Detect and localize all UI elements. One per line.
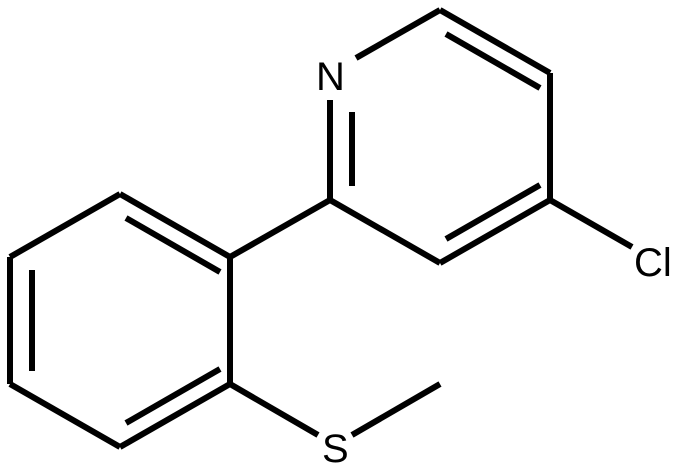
bond-b6-s — [228, 381, 320, 438]
pyridine-ring — [327, 7, 553, 266]
bond-c6-c5-inner — [444, 31, 542, 91]
bond-b4-b5 — [8, 381, 122, 450]
bond-b1-b2-inner — [124, 215, 222, 275]
benzene-ring — [7, 191, 233, 450]
bond-n-c6 — [354, 7, 442, 61]
atom-label-sulfur: S — [322, 427, 349, 471]
bond-b5-b6 — [118, 381, 232, 450]
bond-c4-cl — [548, 197, 634, 250]
bond-b5-b6-inner — [124, 366, 222, 426]
atom-label-chlorine: Cl — [634, 241, 672, 285]
bond-b1-b2 — [118, 191, 232, 260]
bond-c6-c5 — [438, 7, 552, 76]
atom-label-nitrogen: N — [316, 55, 345, 99]
bond-c4-c3 — [438, 197, 552, 266]
bond-c4-c3-inner — [444, 182, 542, 242]
bond-c3-c2 — [328, 197, 442, 266]
bond-b2-b3 — [8, 191, 122, 260]
bond-c2-phenyl — [228, 197, 332, 260]
bond-s-methyl — [350, 381, 442, 438]
